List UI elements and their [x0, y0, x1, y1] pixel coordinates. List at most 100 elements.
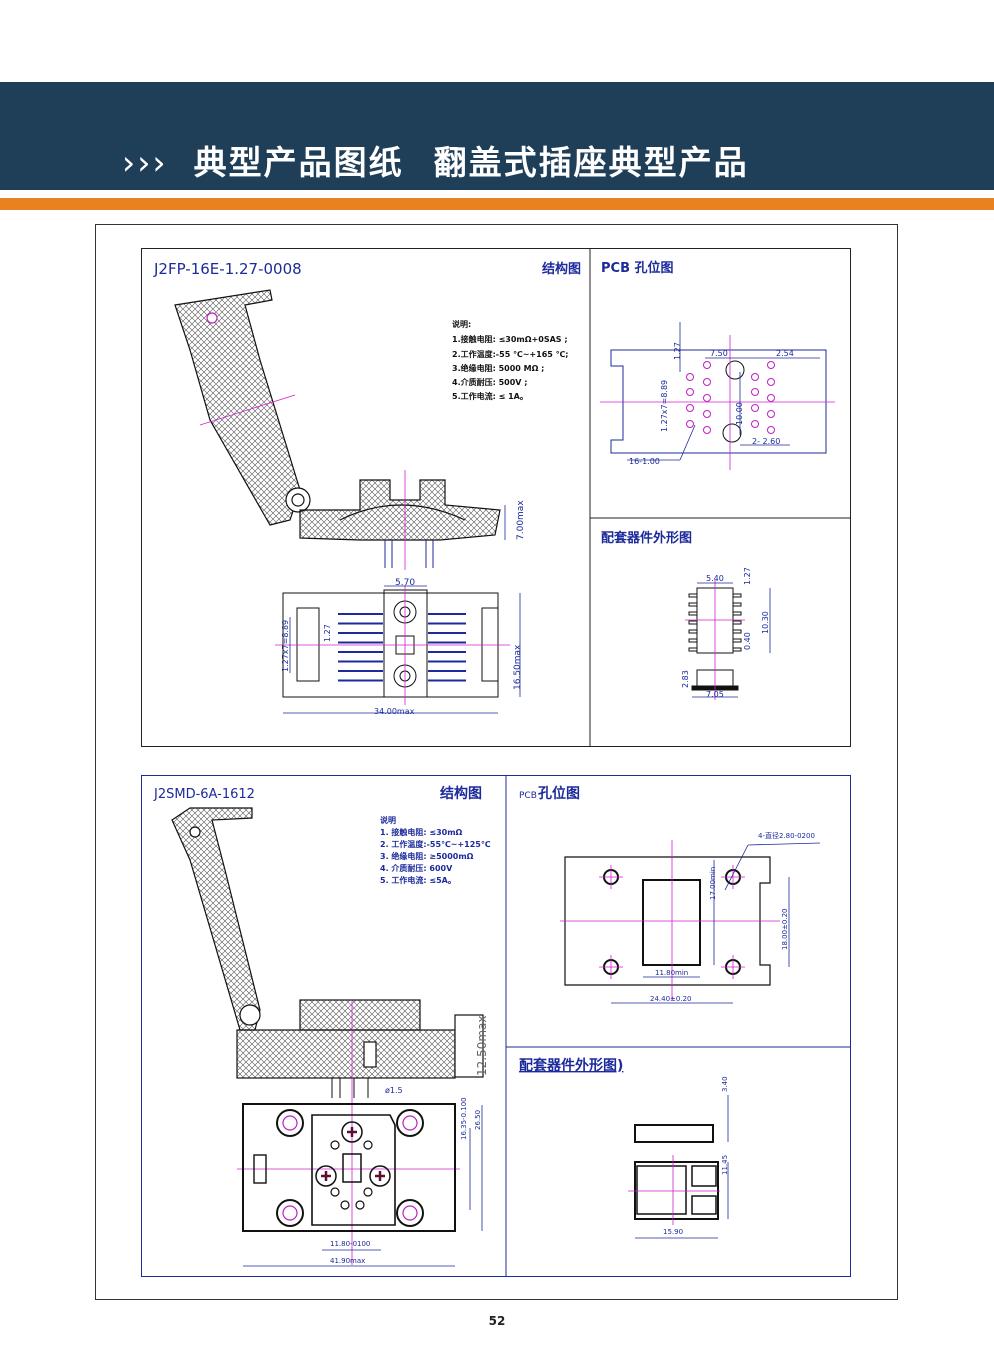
pcb-hole — [686, 404, 694, 412]
mount-hole — [276, 1109, 304, 1137]
mount-hole-inner — [282, 1115, 298, 1131]
screw-icon — [369, 1165, 391, 1187]
dim-depth: 16.50max — [513, 644, 523, 690]
bottom-view-pins — [338, 613, 466, 682]
pcb-outline — [564, 856, 771, 986]
model-title: J2SMD-6A-1612 — [153, 787, 255, 802]
pcb-hole — [767, 426, 775, 434]
screw-cross-icon — [375, 1171, 385, 1181]
pin — [688, 620, 698, 625]
small-hole — [340, 1200, 350, 1210]
note: 5.工作电流: ≤ 1A。 — [452, 391, 528, 401]
small-hole — [355, 1200, 365, 1210]
dim-width: 41.90max — [330, 1257, 365, 1265]
pcb-dim-center: 10.00 — [735, 402, 744, 425]
pcb-hole — [703, 361, 711, 369]
pcb-hole — [751, 404, 759, 412]
title-text: 典型产品图纸 — [193, 143, 404, 182]
dim-pin: ø1.5 — [385, 1086, 403, 1095]
dim-pitch: 1.27 — [323, 624, 332, 642]
notes-list: 说明: 1.接触电阻: ≤30mΩ+0SAS ; 2.工作温度:-55 ℃~+1… — [452, 319, 569, 401]
notes-list: 说明 1. 接触电阻: ≤30mΩ 2. 工作温度:-55℃~+125℃ 3. … — [380, 815, 491, 885]
pcb-dim-inner-w: 11.80min — [655, 969, 688, 977]
pcb-label-prefix: PCB — [519, 791, 537, 801]
mating-dim-thick: 3.40 — [721, 1076, 729, 1092]
note: 3.绝缘电阻: 5000 MΩ ; — [452, 363, 544, 373]
page-number: 52 — [488, 1314, 506, 1328]
mount-hole-inner — [282, 1205, 298, 1221]
pcb-hole — [686, 420, 694, 428]
bottom-dims — [283, 585, 521, 714]
mating-pins — [688, 593, 742, 652]
note: 3. 绝缘电阻: ≥5000mΩ — [380, 851, 474, 861]
pcb-hole — [767, 394, 775, 402]
pin — [688, 593, 698, 598]
dim-outer-h: 26.50 — [474, 1110, 482, 1130]
mount-hole — [396, 1199, 424, 1227]
lid-side-view — [174, 289, 311, 526]
pcb-hole — [703, 426, 711, 434]
screw-cross-icon — [347, 1127, 357, 1137]
pcb-hole — [751, 420, 759, 428]
small-hole — [330, 1140, 340, 1150]
dim-pitch-total: 1.27x7=8.89 — [281, 620, 290, 672]
mating-dim-overall: 7.05 — [706, 690, 724, 699]
header-band — [0, 82, 994, 190]
pin — [688, 611, 698, 616]
pcb-hole — [767, 361, 775, 369]
pcb-hole — [703, 410, 711, 418]
dim-length: 34.00max — [374, 707, 415, 716]
mating-label: 配套器件外形图 — [601, 530, 692, 546]
pcb-dim-span-w: 24.40±0.20 — [650, 995, 692, 1003]
panel2-dividers — [505, 775, 850, 1276]
pin — [688, 602, 698, 607]
structure-label: 结构图 — [440, 785, 482, 802]
dim-inner-w: 11.80-0100 — [330, 1240, 370, 1248]
screw-icon — [315, 1165, 337, 1187]
bottom-view-holes — [276, 1109, 424, 1227]
mating-dim-width: 5.40 — [706, 574, 724, 583]
note: 说明 — [380, 815, 396, 825]
note: 1. 接触电阻: ≤30mΩ — [380, 827, 463, 837]
pcb-dim-height: 17.00min — [709, 867, 717, 900]
mating-dim-height: 11.45 — [721, 1155, 729, 1175]
screw-cross-icon — [321, 1171, 331, 1181]
pcb-outline — [610, 349, 827, 454]
side-pins — [331, 1078, 369, 1098]
note: 2. 工作温度:-55℃~+125℃ — [380, 839, 491, 849]
pin — [688, 638, 698, 643]
structure-label: 结构图 — [542, 261, 581, 277]
mating-dim-pitch: 1.27 — [743, 567, 752, 585]
pcb-hole — [751, 373, 759, 381]
pcb-hole — [686, 373, 694, 381]
pcb-dim-edge: 2.54 — [776, 349, 794, 358]
pcb-label: 孔位图 — [538, 785, 580, 802]
panel-j2smd — [141, 775, 851, 1277]
note: 1.接触电阻: ≤30mΩ+0SAS ; — [452, 334, 568, 344]
accent-stripe — [0, 198, 994, 210]
pin — [732, 593, 742, 598]
mount-hole-inner — [402, 1115, 418, 1131]
hole-center-mark — [721, 955, 745, 979]
note: 4.介质耐压: 500V ; — [452, 377, 527, 387]
mating-device — [634, 1124, 719, 1220]
subtitle-text: 翻盖式插座典型产品 — [433, 143, 749, 182]
pcb-label: PCB 孔位图 — [601, 260, 674, 276]
chevron-icon: ››› — [122, 143, 168, 182]
bottom-view — [242, 1103, 456, 1232]
panel-j2fp — [141, 248, 851, 747]
note: 5. 工作电流: ≤5A。 — [380, 875, 456, 885]
pcb-holes — [686, 361, 775, 434]
dim-inner-h: 16.35-0.100 — [460, 1097, 468, 1140]
page-title: ››› 典型产品图纸翻盖式插座典型产品 — [122, 136, 749, 184]
panel1-dividers — [589, 248, 850, 746]
hole-center-mark — [721, 865, 745, 889]
note: 4. 介质耐压: 600V — [380, 863, 453, 873]
mating-label: 配套器件外形图) — [519, 1057, 623, 1074]
pin — [688, 629, 698, 634]
small-hole — [330, 1187, 340, 1197]
pcb-holes — [599, 865, 745, 979]
pin — [732, 638, 742, 643]
pcb-dim-span-h: 18.00±0.20 — [781, 909, 789, 951]
small-hole — [363, 1140, 373, 1150]
